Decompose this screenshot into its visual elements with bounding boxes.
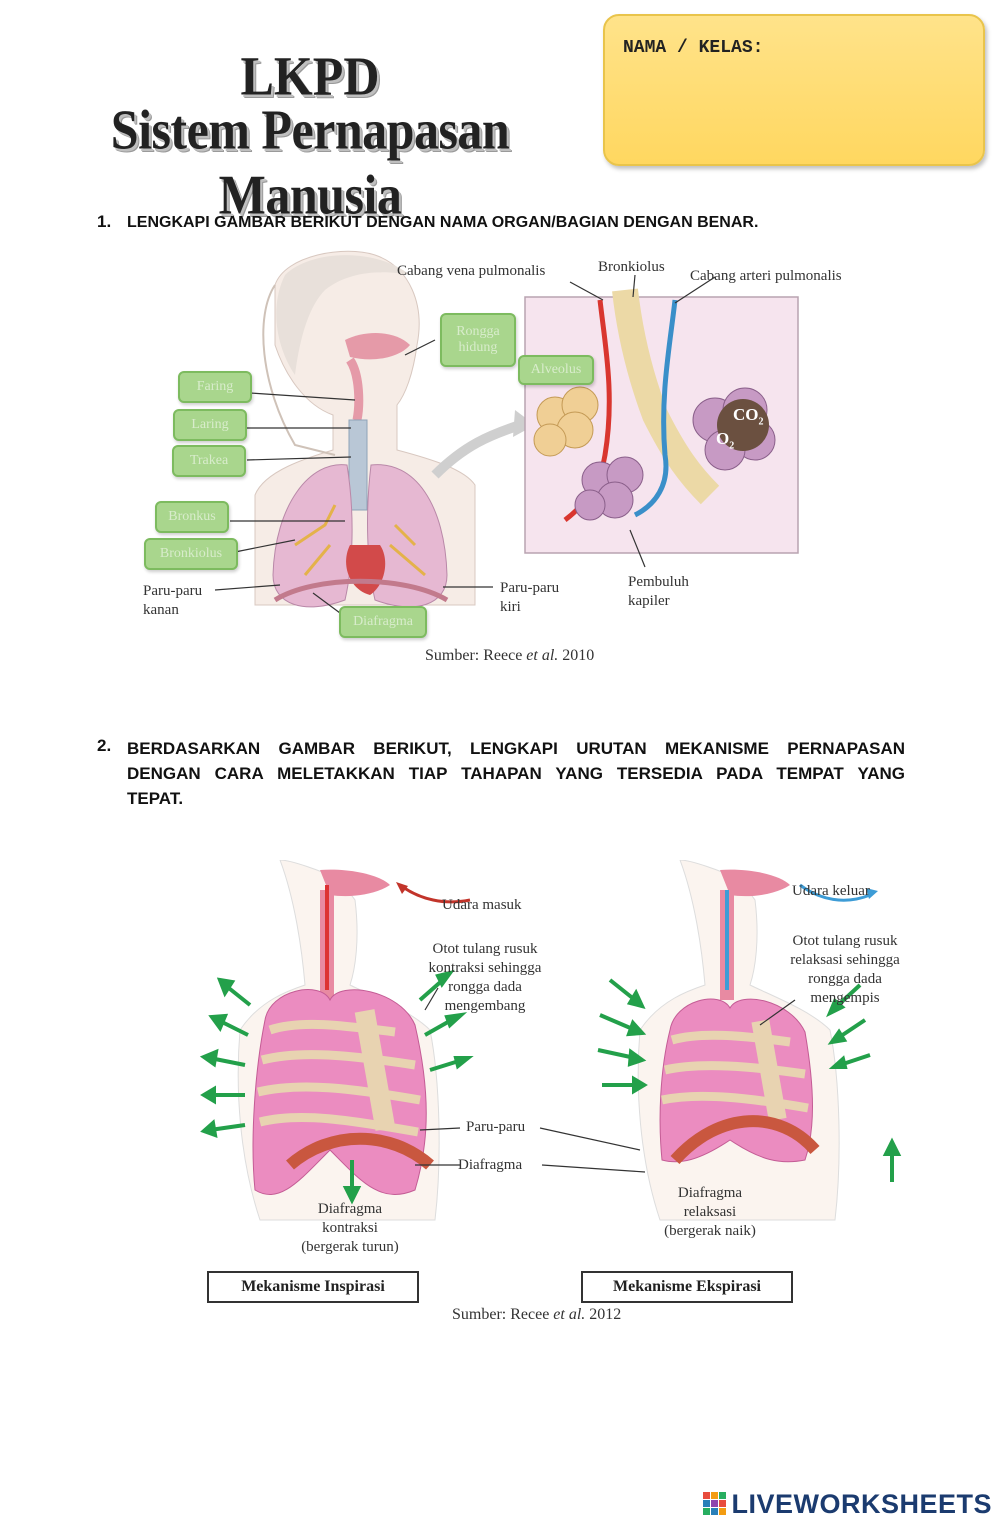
label-paru-kiri-line2: kiri	[500, 599, 521, 615]
label-paru-kiri-line1: Paru-paru	[500, 580, 560, 596]
label-paru-kanan: Paru-paru kanan	[143, 582, 202, 620]
dropzone-laring[interactable]: Laring	[173, 409, 247, 441]
mekanisme-ekspirasi-box: Mekanisme Ekspirasi	[581, 1271, 793, 1303]
label-pembuluh-kapiler: Pembuluh kapiler	[628, 573, 689, 611]
label-diafragma: Diafragma	[458, 1157, 523, 1173]
dropzone-trakea[interactable]: Trakea	[172, 445, 246, 477]
question-1-text: LENGKAPI GAMBAR BERIKUT DENGAN NAMA ORGA…	[127, 214, 759, 231]
dropzone-alveolus[interactable]: Alveolus	[518, 355, 594, 385]
dropzone-diafragma[interactable]: Diafragma	[339, 606, 427, 638]
label-paru-kiri: Paru-paru kiri	[500, 579, 559, 617]
label-paru-paru: Paru-paru	[466, 1119, 526, 1135]
question-1-number: 1.	[97, 212, 112, 231]
label-otot-relaksasi: Otot tulang rusuk relaksasi sehingga ron…	[790, 933, 900, 1006]
question-1: 1. LENGKAPI GAMBAR BERIKUT DENGAN NAMA OR…	[97, 212, 758, 232]
dropzone-bronkus[interactable]: Bronkus	[155, 501, 229, 533]
title-line-2: Sistem Pernapasan Manusia	[110, 98, 510, 226]
liveworksheets-logo[interactable]: LIVEWORKSHEETS	[703, 1489, 992, 1519]
title-line-1: LKPD	[240, 45, 380, 107]
label-o2: O2	[716, 429, 735, 452]
label-cabang-vena-pulmonalis: Cabang vena pulmonalis	[397, 263, 546, 279]
breathing-mechanism-figure: Udara masuk Udara keluar Otot tulang rus…	[180, 859, 920, 1330]
dropzone-faring[interactable]: Faring	[178, 371, 252, 403]
label-bronkiolus-inset: Bronkiolus	[598, 259, 665, 275]
question-2-text: BERDASARKAN GAMBAR BERIKUT, LENGKAPI URU…	[127, 739, 905, 808]
respiratory-system-figure: Cabang vena pulmonalis Bronkiolus Cabang…	[135, 245, 885, 670]
label-udara-keluar: Udara keluar	[792, 883, 870, 899]
question-2-number: 2.	[97, 736, 112, 755]
figure-2-caption: Sumber: Recee et al. 2012	[452, 1306, 622, 1323]
dropzone-bronkiolus[interactable]: Bronkiolus	[144, 538, 238, 570]
liveworksheets-grid-icon	[703, 1492, 727, 1515]
label-paru-kanan-line1: Paru-paru	[143, 583, 203, 599]
label-paru-kanan-line2: kanan	[143, 602, 179, 618]
label-kapiler-line2: kapiler	[628, 593, 670, 609]
label-kapiler-line1: Pembuluh	[628, 574, 689, 590]
liveworksheets-logo-text: LIVEWORKSHEETS	[731, 1488, 992, 1519]
respiratory-illustration	[214, 250, 799, 614]
label-diafragma-relaksasi: Diafragma relaksasi (bergerak naik)	[664, 1185, 756, 1239]
figure-1-caption: Sumber: Reece et al. 2010	[425, 647, 595, 664]
label-otot-kontraksi: Otot tulang rusuk kontraksi sehingga ron…	[428, 941, 542, 1014]
dropzone-rongga-hidung[interactable]: Rongga hidung	[440, 313, 516, 367]
name-class-label: NAMA / KELAS:	[623, 38, 764, 58]
mekanisme-inspirasi-box: Mekanisme Inspirasi	[207, 1271, 419, 1303]
label-cabang-arteri-pulmonalis: Cabang arteri pulmonalis	[690, 268, 842, 284]
question-2: 2. BERDASARKAN GAMBAR BERIKUT, LENGKAPI U…	[97, 736, 905, 811]
label-udara-masuk: Udara masuk	[442, 897, 522, 913]
label-diafragma-kontraksi: Diafragma kontraksi (bergerak turun)	[301, 1201, 399, 1255]
label-co2: CO2	[733, 405, 764, 428]
name-class-input[interactable]	[623, 68, 965, 150]
worksheet-title: LKPD Sistem Pernapasan Manusia	[20, 45, 600, 226]
name-class-box: NAMA / KELAS:	[603, 14, 985, 166]
breathing-illustration	[199, 859, 902, 1221]
